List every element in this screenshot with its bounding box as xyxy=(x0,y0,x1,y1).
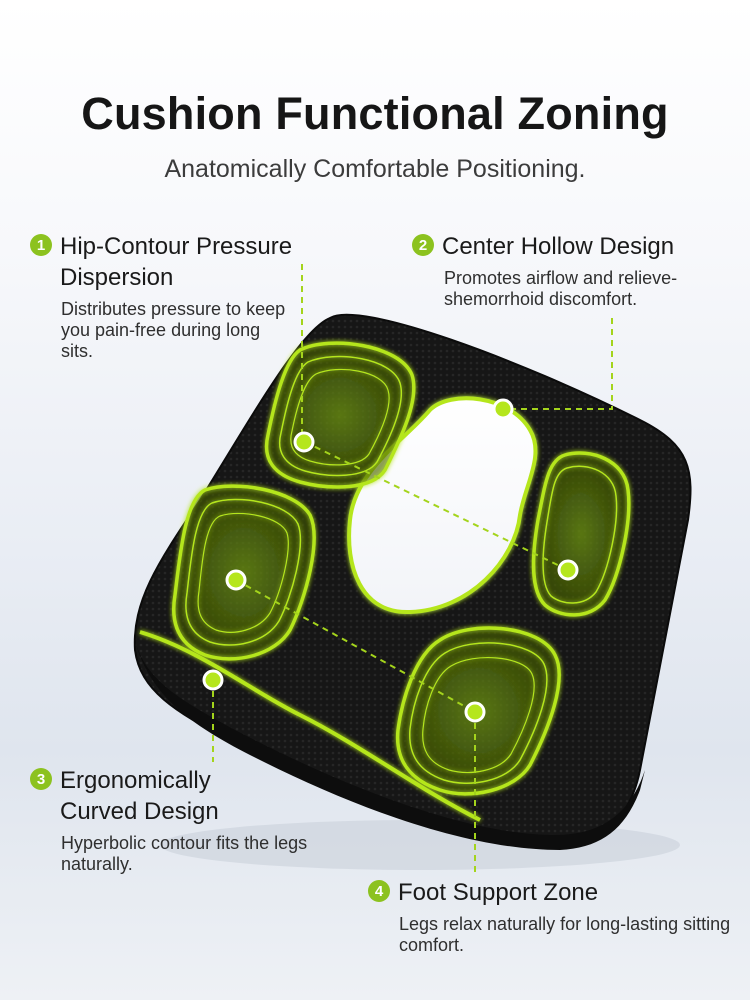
feature-description: Promotes airflow and relieve-shemorrhoid… xyxy=(444,268,678,309)
feature-title: Hip-Contour Pressure Dispersion xyxy=(60,233,293,291)
number-badge-1: 1 xyxy=(30,234,52,256)
leader-lines xyxy=(212,264,613,872)
marker-dot xyxy=(293,431,315,453)
zone-hip-lower-left xyxy=(172,484,316,661)
number-badge-4: 4 xyxy=(368,880,390,902)
marker-dot xyxy=(202,669,224,691)
number-badge-3: 3 xyxy=(30,768,52,790)
marker-dot xyxy=(557,559,579,581)
cushion-side xyxy=(135,640,645,850)
feature-center-hollow: 2 Center Hollow Design Promotes airflow … xyxy=(412,231,732,310)
feature-hip-contour: 1 Hip-Contour Pressure Dispersion Distri… xyxy=(30,231,330,362)
marker-dot xyxy=(225,569,247,591)
number-badge-2: 2 xyxy=(412,234,434,256)
page-title: Cushion Functional Zoning xyxy=(81,88,669,139)
feature-description: Hyperbolic contour fits the legs natural… xyxy=(61,833,308,874)
page-subtitle: Anatomically Comfortable Positioning. xyxy=(164,155,586,183)
feature-description: Legs relax naturally for long-lasting si… xyxy=(399,914,731,955)
feature-title: Foot Support Zone xyxy=(398,879,599,906)
feature-ergonomic-curve: 3 Ergonomically Curved Design Hyperbolic… xyxy=(30,765,330,875)
feature-title: Ergonomically Curved Design xyxy=(60,767,219,825)
zone-hip-right xyxy=(531,451,631,617)
feature-description: Distributes pressure to keep you pain-fr… xyxy=(61,299,286,361)
marker-dot xyxy=(492,398,514,420)
ergonomic-curve-line xyxy=(139,630,481,822)
feature-title: Center Hollow Design xyxy=(442,233,675,260)
feature-foot-support: 4 Foot Support Zone Legs relax naturally… xyxy=(368,877,738,956)
marker-dots xyxy=(202,398,579,723)
marker-dot xyxy=(464,701,486,723)
